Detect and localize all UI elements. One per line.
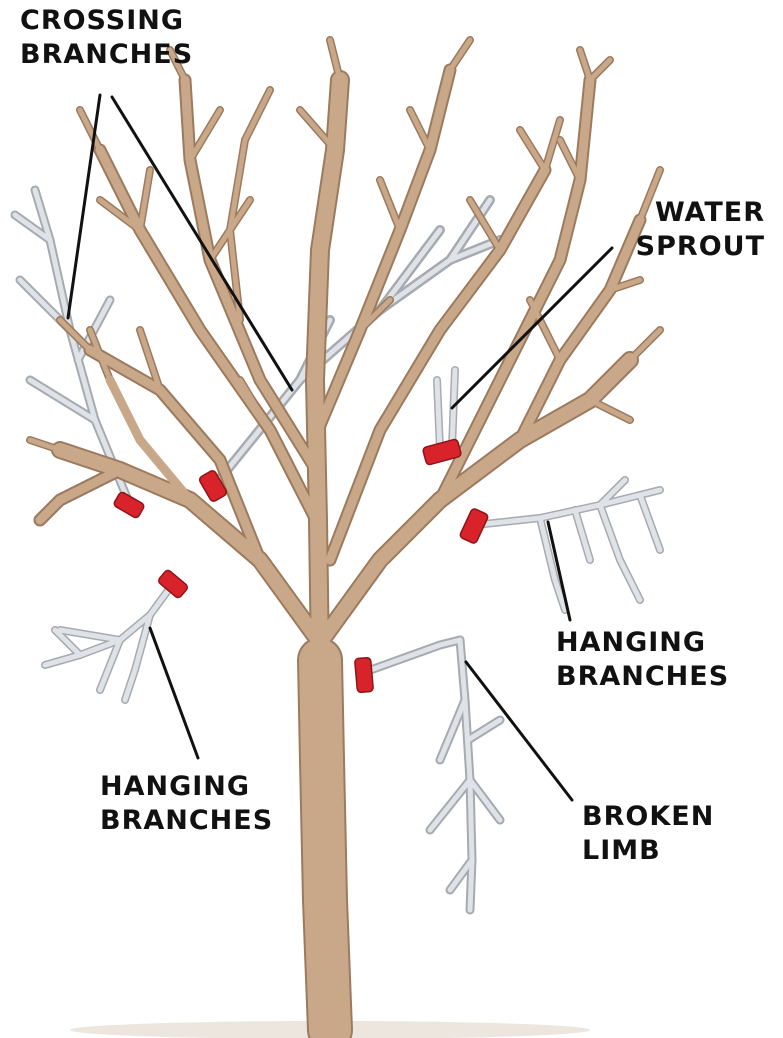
label-hanging-right-line1: HANGING [556,626,729,660]
label-hanging-left-line2: BRANCHES [100,804,273,838]
cut-mark-hanging-right [459,508,489,545]
label-water-sprout: WATER SPROUT [636,196,765,264]
label-hanging-left-line1: HANGING [100,770,273,804]
label-hanging-branches-left: HANGING BRANCHES [100,770,273,838]
label-crossing-branches: CROSSING BRANCHES [20,4,193,72]
leader-crossing-left [68,95,100,318]
cut-mark-broken-limb [355,657,374,692]
label-water-line2: SPROUT [636,230,765,264]
leader-hanging-left [150,628,198,758]
cut-mark-crossing-left [113,491,145,519]
label-water-line1: WATER [636,196,765,230]
label-hanging-right-line2: BRANCHES [556,660,729,694]
label-broken-limb: BROKEN LIMB [582,800,714,868]
label-hanging-branches-right: HANGING BRANCHES [556,626,729,694]
label-broken-line2: LIMB [582,834,714,868]
label-broken-line1: BROKEN [582,800,714,834]
label-crossing-line1: CROSSING [20,4,193,38]
label-crossing-line2: BRANCHES [20,38,193,72]
